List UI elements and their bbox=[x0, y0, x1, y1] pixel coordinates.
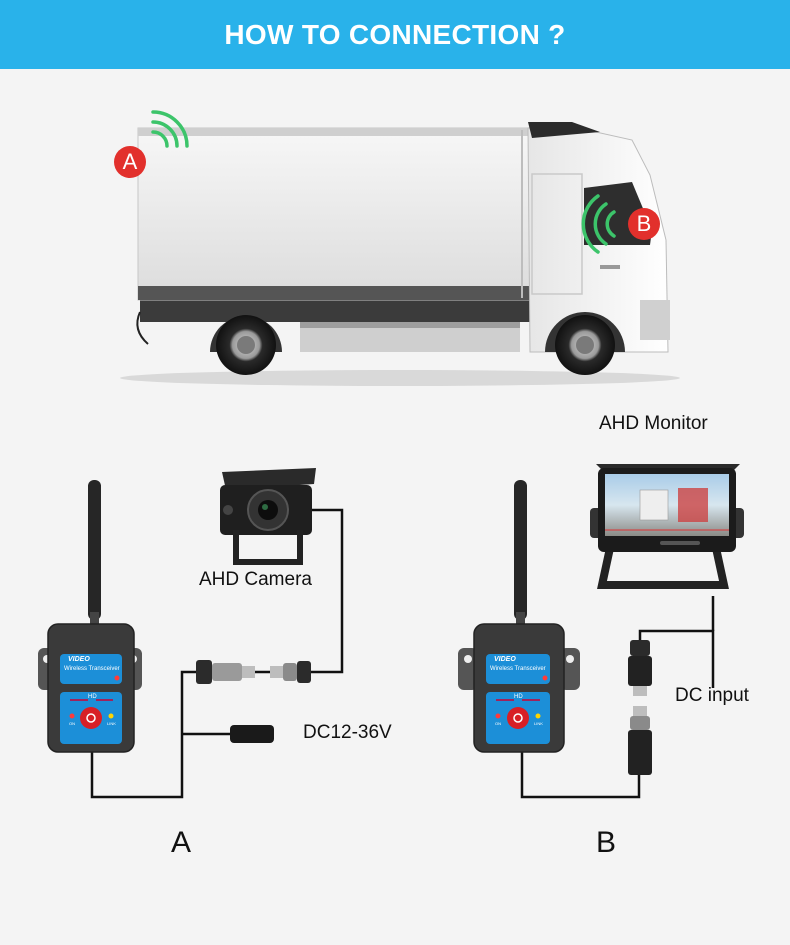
device-b-hd: HD bbox=[514, 694, 523, 700]
header-banner: HOW TO CONNECTION ? bbox=[0, 0, 790, 69]
dc12-36v-label: DC12-36V bbox=[303, 722, 392, 743]
marker-a-badge: A bbox=[114, 146, 146, 178]
device-b-link: LINK bbox=[534, 721, 543, 726]
marker-a-label: A bbox=[122, 149, 138, 174]
caption-a: A bbox=[171, 826, 192, 859]
marker-b-badge: B bbox=[628, 208, 660, 240]
signal-b-icon bbox=[581, 194, 616, 254]
device-b-on: ON bbox=[495, 721, 501, 726]
device-a-hd: HD bbox=[88, 694, 97, 700]
marker-b-label: B bbox=[636, 211, 652, 236]
diagram-art bbox=[38, 110, 744, 799]
ahd-monitor-label: AHD Monitor bbox=[599, 413, 708, 434]
device-a-on: ON bbox=[69, 721, 75, 726]
device-b-subtitle: Wireless Transceiver bbox=[490, 666, 546, 672]
device-a-title: VIDEO bbox=[68, 656, 90, 663]
setup-b bbox=[458, 464, 744, 799]
truck-illustration bbox=[120, 110, 680, 386]
device-a-link: LINK bbox=[107, 721, 116, 726]
device-b-title: VIDEO bbox=[494, 656, 516, 663]
dc-input-label: DC input bbox=[675, 685, 749, 706]
caption-b: B bbox=[596, 826, 617, 859]
connection-diagram: A B VIDEO Wireless Transceiver HD ON LIN… bbox=[0, 69, 790, 945]
setup-a bbox=[38, 468, 344, 799]
page-title: HOW TO CONNECTION ? bbox=[224, 18, 566, 50]
signal-a-icon bbox=[151, 110, 189, 148]
ahd-camera-icon bbox=[220, 468, 316, 565]
ahd-monitor-icon bbox=[590, 464, 744, 589]
device-a-subtitle: Wireless Transceiver bbox=[64, 666, 120, 672]
ahd-camera-label: AHD Camera bbox=[199, 569, 312, 590]
